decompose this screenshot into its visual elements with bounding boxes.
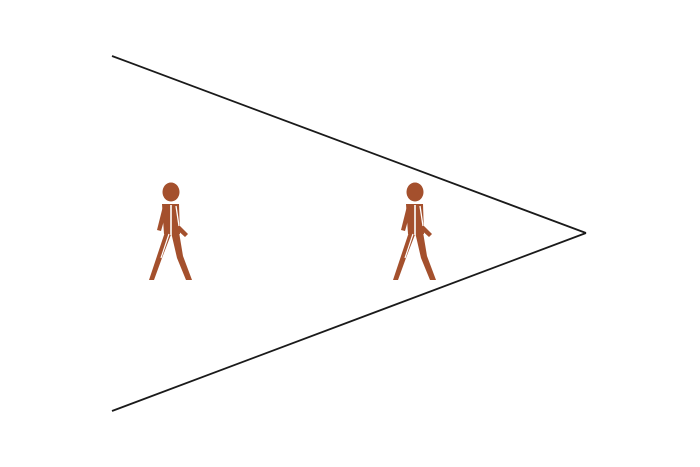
upper-converging-line xyxy=(111,55,587,234)
lower-converging-line xyxy=(111,232,587,412)
